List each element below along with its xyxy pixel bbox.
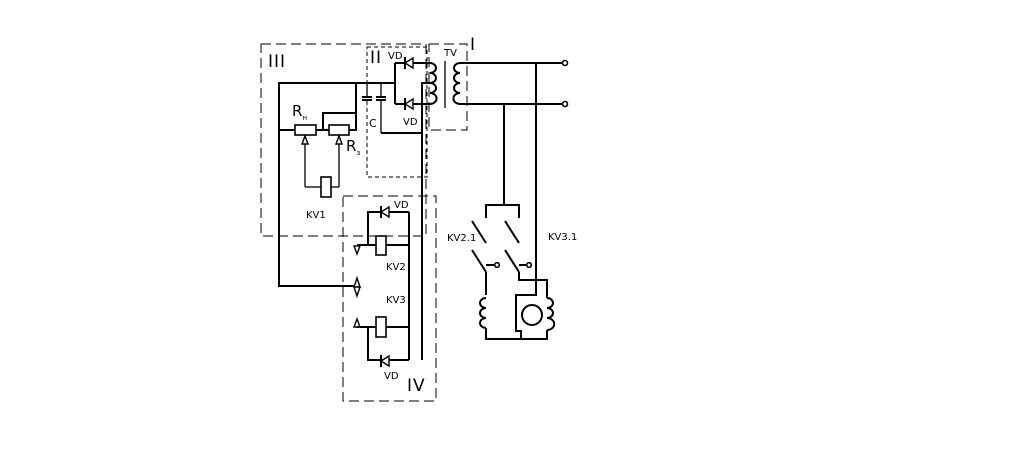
diode-vd-mid <box>403 97 414 111</box>
kv21-contact-upper <box>471 220 487 244</box>
kv21-contact-lower <box>471 249 487 273</box>
label-kv1: KV1 <box>306 210 326 221</box>
wire-rz-right <box>349 113 357 131</box>
block-iii-label: III <box>268 52 286 72</box>
terminal-top <box>561 59 569 67</box>
block-ii-label: II <box>370 48 382 68</box>
rz-wiper-arrow <box>334 134 344 145</box>
label-tv: TV <box>443 48 457 59</box>
kv2-top-wire <box>367 211 409 245</box>
tv-primary-winding <box>452 62 461 105</box>
label-vd-kv2: VD <box>394 200 409 211</box>
label-vd-top: VD <box>388 51 403 62</box>
block-iv-circuit <box>352 205 410 368</box>
rn-wiper-arrow <box>300 134 310 145</box>
resistor-rn <box>294 124 317 136</box>
block-i-transformer <box>429 61 461 108</box>
diode-vd-top <box>403 56 414 70</box>
motor-symbol <box>521 304 543 326</box>
wire-rn-up <box>316 83 357 131</box>
block-ii-border <box>366 46 428 178</box>
tv-secondary-winding <box>429 62 438 105</box>
motor-winding-left <box>479 297 487 329</box>
kv3-bottom-wire <box>367 327 409 361</box>
motor-winding-right <box>546 297 556 331</box>
resistor-rz <box>328 124 350 136</box>
label-kv3: KV3 <box>386 295 406 306</box>
mains-lines <box>460 59 569 108</box>
rect-center-tap-wire <box>381 82 430 134</box>
label-kv31: KV3.1 <box>548 232 577 243</box>
block-iii-circuit <box>278 82 395 287</box>
relay-coil-kv3 <box>375 316 387 338</box>
kv2-contact-arrow <box>352 245 362 256</box>
diode-vd-kv3 <box>379 354 390 368</box>
kv21-contact-point <box>493 261 501 269</box>
block-ii-circuit <box>362 56 430 360</box>
kv3-contact-arrow <box>352 317 362 328</box>
kv31-down-wire <box>518 272 548 298</box>
block-boundaries <box>260 43 468 402</box>
block-i-border <box>428 43 468 131</box>
motor-feed-wire <box>515 280 537 339</box>
label-capacitor: C <box>369 117 377 130</box>
label-rz: Rз <box>346 137 360 157</box>
contact-bridge-top <box>485 204 520 218</box>
center-contact-arrow-down <box>353 286 361 299</box>
label-vd-mid: VD <box>403 117 418 128</box>
block-iv-border <box>342 195 437 402</box>
block-i-label: I <box>470 35 476 55</box>
terminal-bottom <box>561 100 569 108</box>
label-vd-kv3: VD <box>384 371 399 382</box>
diode-vd-kv2 <box>379 205 390 219</box>
block-iv-label: IV <box>407 376 426 396</box>
center-contact-arrow-up <box>353 275 361 288</box>
relay-coil-kv2 <box>375 235 387 256</box>
outer-left-wire <box>278 82 358 287</box>
relay-coil-kv1 <box>320 176 332 198</box>
label-kv21: KV2.1 <box>447 233 476 244</box>
power-circuit <box>471 63 556 340</box>
kv31-contact-lower <box>504 249 520 273</box>
label-rn: Rн <box>292 102 307 122</box>
label-kv2: KV2 <box>386 262 406 273</box>
kv31-contact-point <box>525 261 533 269</box>
motor-bottom-wire <box>485 328 548 340</box>
kv31-contact-upper <box>504 220 520 244</box>
